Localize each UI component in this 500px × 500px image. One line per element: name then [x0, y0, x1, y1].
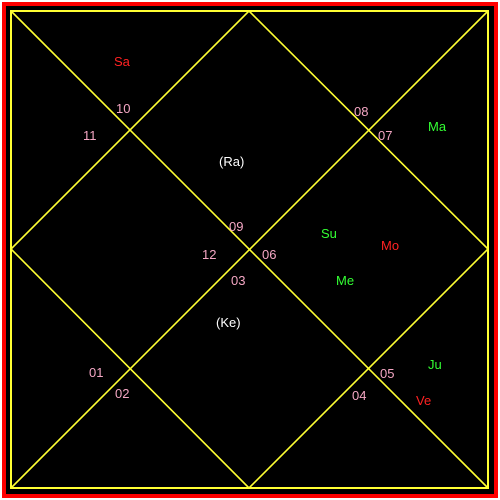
- inner-diamond: [9, 9, 490, 490]
- planet-su: Su: [321, 226, 337, 241]
- diagonal-line-anti: [10, 10, 489, 489]
- planet-ra: (Ra): [219, 154, 244, 169]
- house-number-02: 02: [115, 386, 129, 401]
- house-number-04: 04: [352, 388, 366, 403]
- planet-ju: Ju: [428, 357, 442, 372]
- planet-me: Me: [336, 273, 354, 288]
- house-number-09: 09: [229, 219, 243, 234]
- house-number-03: 03: [231, 273, 245, 288]
- planet-ke: (Ke): [216, 315, 241, 330]
- house-number-08: 08: [354, 104, 368, 119]
- house-number-05: 05: [380, 366, 394, 381]
- house-number-06: 06: [262, 247, 276, 262]
- planet-ma: Ma: [428, 119, 447, 134]
- planet-mo: Mo: [381, 238, 399, 253]
- house-number-10: 10: [116, 101, 130, 116]
- planet-sa: Sa: [114, 54, 131, 69]
- house-number-01: 01: [89, 365, 103, 380]
- house-number-11: 11: [83, 128, 97, 143]
- planet-ve: Ve: [416, 393, 431, 408]
- house-number-07: 07: [378, 128, 392, 143]
- house-number-12: 12: [202, 247, 216, 262]
